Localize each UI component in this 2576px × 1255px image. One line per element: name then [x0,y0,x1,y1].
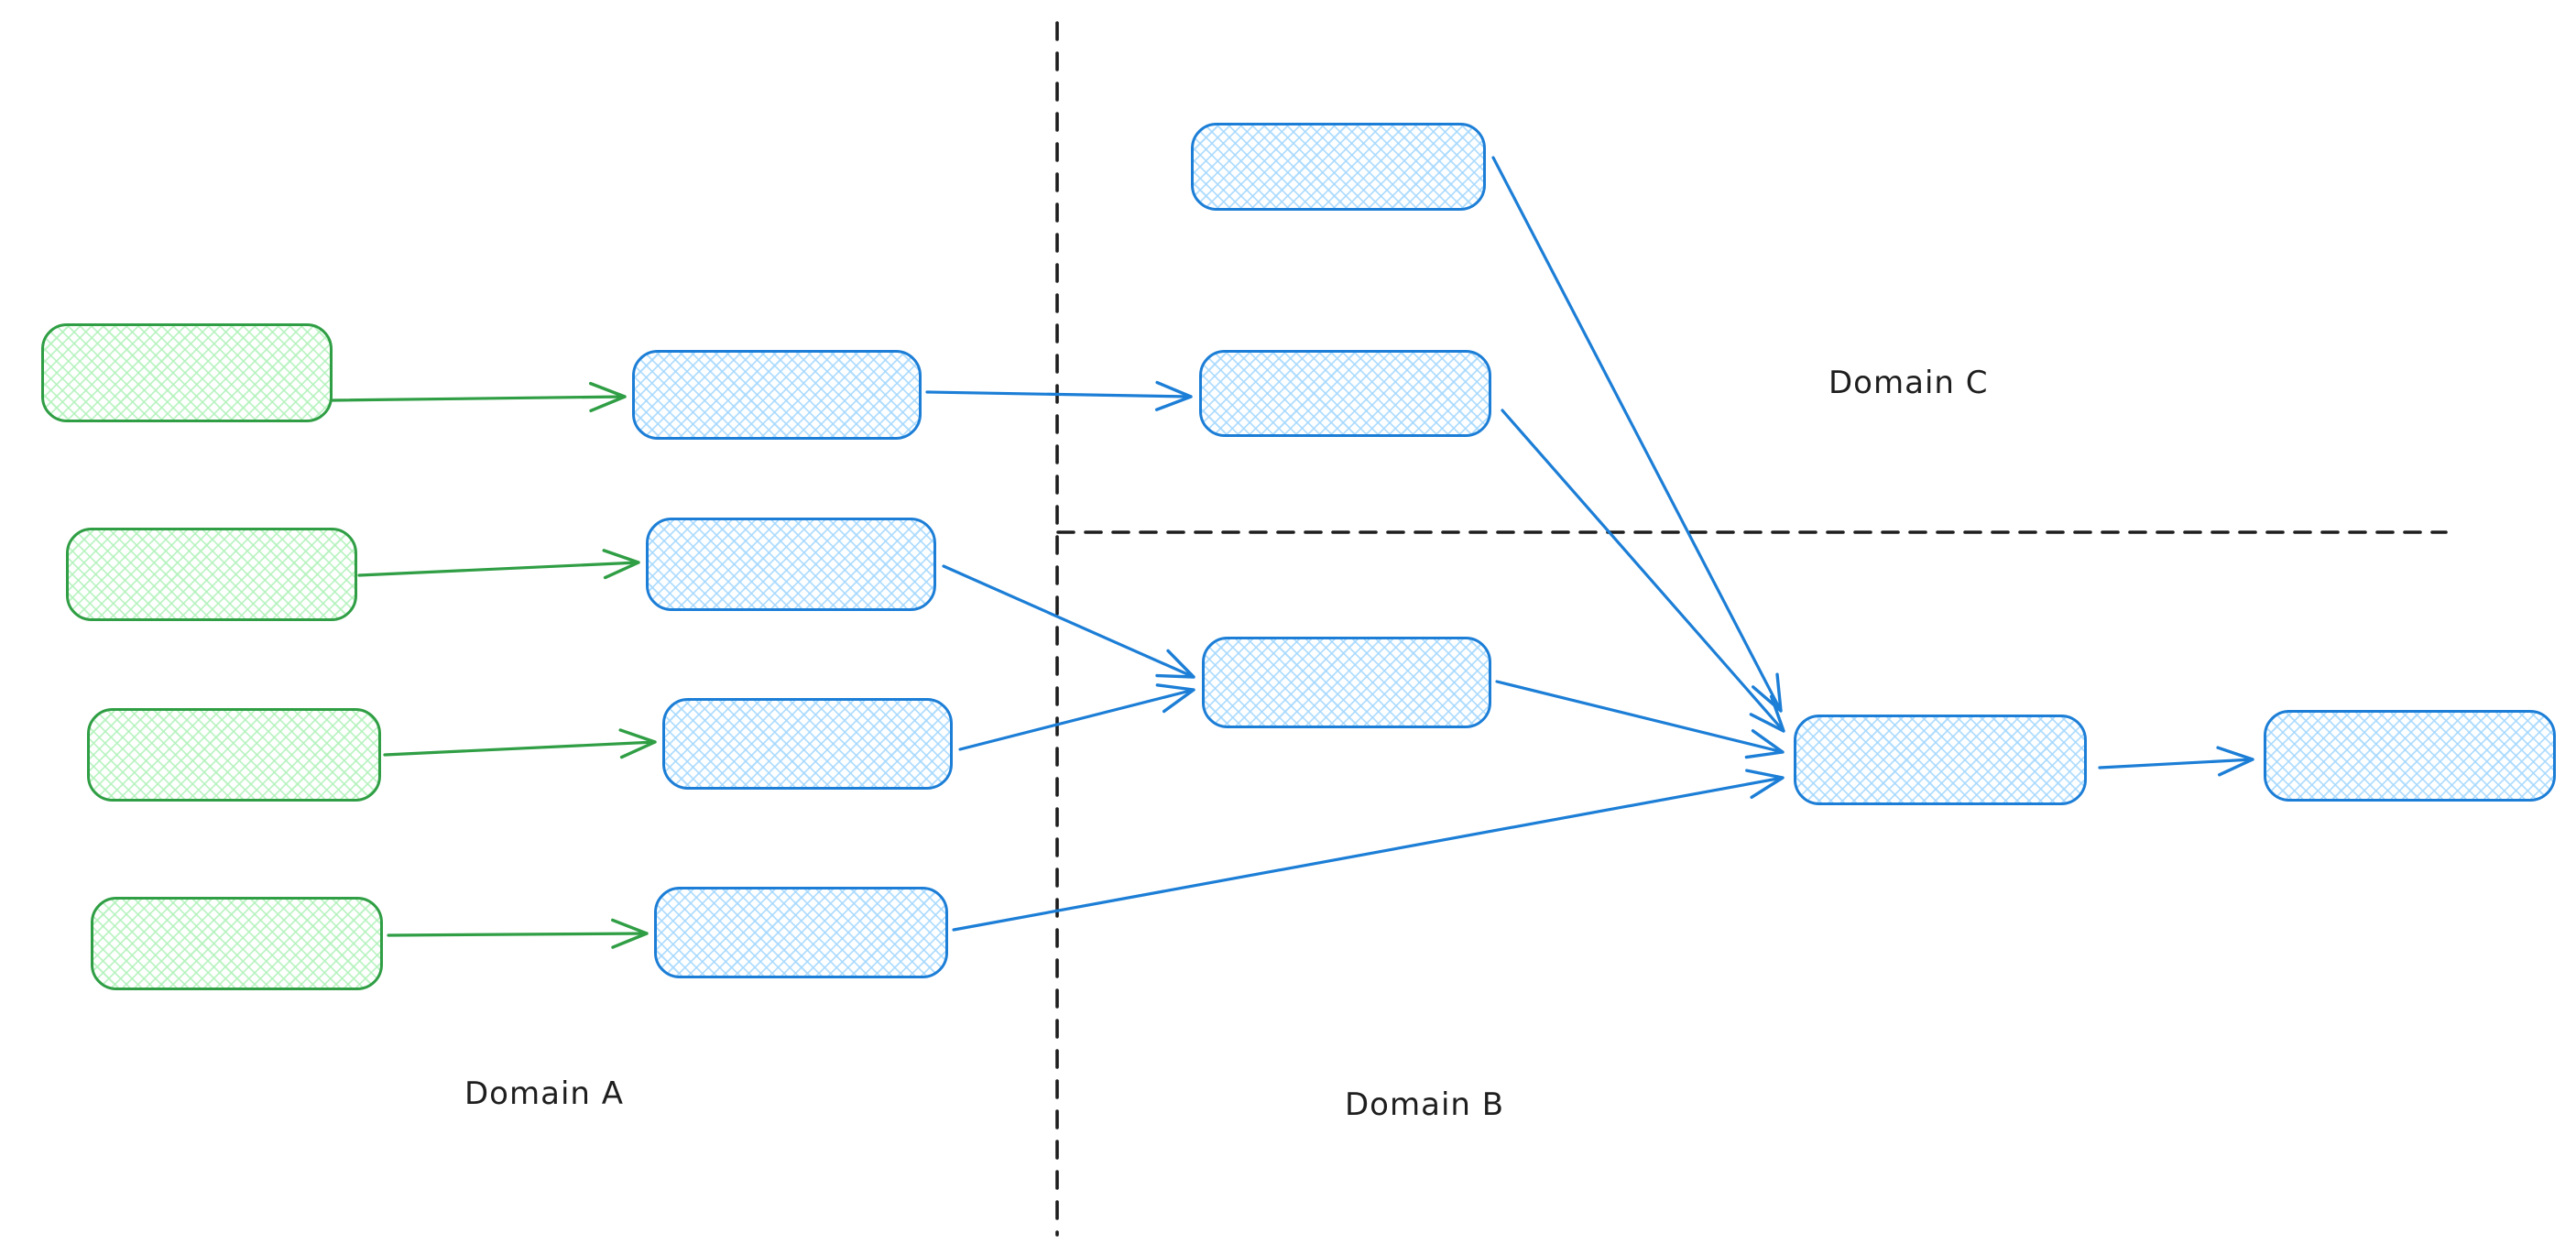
node-blue-a4 [654,887,948,978]
arrow-blue-a1-to-blue-c-mid-head [1154,380,1193,411]
domain-a-label: Domain A [464,1075,624,1112]
arrow-blue-a3-to-blue-b-mid [958,688,1195,751]
arrow-blue-b-mid-to-blue-b-conv-head [1744,728,1785,759]
arrow-blue-a4-to-blue-b-conv-head [1745,769,1785,799]
node-blue-a1 [632,350,922,440]
node-green-2 [66,528,357,621]
arrow-blue-a1-to-blue-c-mid [925,390,1193,398]
arrow-green-2-to-blue-a2 [357,561,640,577]
node-blue-c-mid [1199,350,1491,437]
arrow-blue-b-conv-to-blue-b-right-head [2216,746,2254,777]
arrow-blue-b-mid-to-blue-b-conv [1495,680,1785,754]
arrow-green-3-to-blue-a3 [383,740,657,757]
arrow-blue-c-top-to-blue-b-conv [1491,156,1783,713]
arrow-blue-a4-to-blue-b-conv [952,776,1785,932]
arrow-green-3-to-blue-a3-head [618,728,657,759]
arrow-blue-c-top-to-blue-b-conv-head [1752,672,1783,713]
node-blue-c-top [1191,123,1486,211]
arrow-blue-c-mid-to-blue-b-conv [1501,409,1785,733]
node-green-3 [87,708,381,802]
domain-c-label: Domain C [1828,365,1989,401]
domain-b-label: Domain B [1345,1086,1505,1123]
arrow-blue-a2-to-blue-b-mid-head [1155,649,1195,679]
arrow-blue-a2-to-blue-b-mid [942,564,1195,679]
node-blue-a2 [646,518,936,611]
node-blue-a3 [662,698,953,790]
arrow-green-4-to-blue-a4-head [611,918,649,949]
arrow-green-2-to-blue-a2-head [602,549,640,580]
arrow-blue-a3-to-blue-b-mid-head [1155,683,1195,714]
arrow-green-1-to-blue-a1 [331,395,627,402]
arrow-blue-c-mid-to-blue-b-conv-head [1749,694,1785,733]
arrow-green-1-to-blue-a1-head [588,381,627,413]
node-blue-b-right [2264,710,2556,802]
arrow-blue-b-conv-to-blue-b-right [2098,758,2254,769]
node-green-1 [41,323,333,422]
node-blue-b-mid [1202,637,1491,728]
arrow-green-4-to-blue-a4 [387,932,649,937]
node-green-4 [91,897,383,990]
node-blue-b-conv [1794,715,2087,805]
